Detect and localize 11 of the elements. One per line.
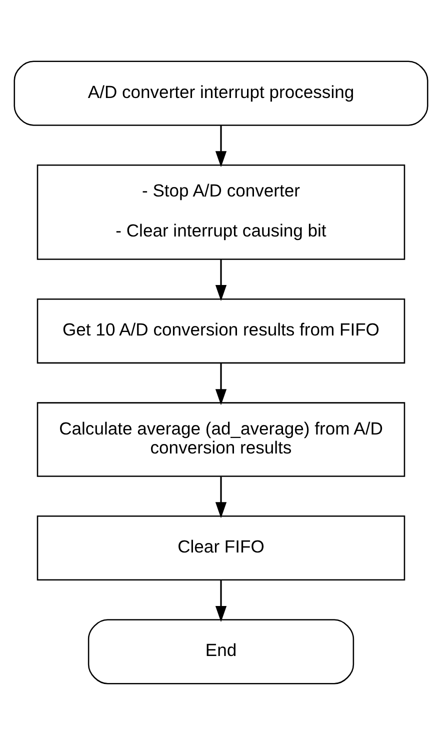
- arrow: [215, 580, 227, 622]
- node-box: End: [88, 618, 354, 684]
- node-box: Calculate average (ad_average) from A/D conversion results: [36, 402, 406, 476]
- arrow: [215, 124, 227, 167]
- arrow: [215, 476, 227, 518]
- arrow: [215, 258, 227, 301]
- node-box: Clear FIFO: [36, 514, 406, 580]
- node-box: Get 10 A/D conversion results from FIFO: [36, 298, 406, 364]
- node-box: - Stop A/D converter - Clear interrupt causing bit: [36, 164, 406, 260]
- node-box: A/D converter interrupt processing: [14, 60, 428, 126]
- arrow: [215, 362, 227, 405]
